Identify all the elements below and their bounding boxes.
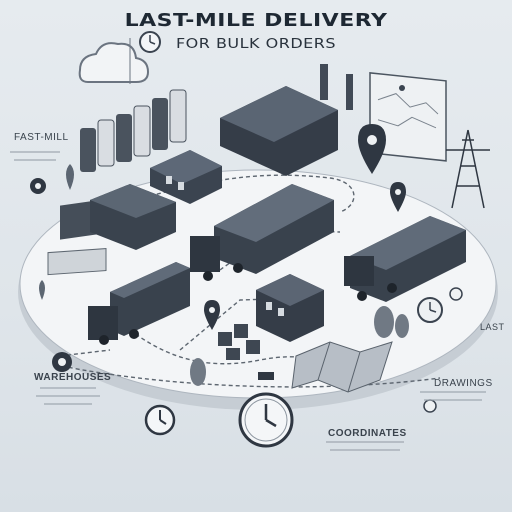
leaf-icon bbox=[66, 164, 74, 190]
power-pylon-icon bbox=[446, 129, 490, 209]
map-pin-icon bbox=[52, 352, 72, 372]
tree-icon bbox=[190, 306, 409, 386]
map-icon bbox=[291, 341, 393, 393]
clock-icon bbox=[238, 372, 294, 448]
map-pin-icon bbox=[423, 399, 437, 413]
clock-icon bbox=[144, 404, 176, 436]
label-last: LAST bbox=[480, 322, 505, 332]
warehouse-icon bbox=[90, 184, 176, 250]
chimney bbox=[320, 64, 353, 110]
caption-lines bbox=[10, 151, 486, 451]
label-coordinates: COORDINATES bbox=[328, 428, 407, 439]
truck-icon bbox=[344, 216, 466, 302]
map-pin-icon bbox=[358, 124, 386, 174]
truck-icon bbox=[190, 184, 334, 281]
map-pin-icon bbox=[30, 178, 46, 194]
label-warehouses: WAREHOUSES bbox=[34, 372, 112, 383]
page-title: LAST-MILE DELIVERY bbox=[124, 10, 388, 31]
page-subtitle: FOR BULK ORDERS bbox=[175, 35, 337, 52]
label-drawings: DRAWINGS bbox=[434, 378, 493, 389]
crates bbox=[218, 324, 260, 360]
leaf-icon bbox=[39, 280, 45, 300]
cloud-icon bbox=[78, 38, 150, 84]
clock-icon bbox=[417, 297, 443, 323]
storage-tanks bbox=[80, 89, 187, 172]
map-pin-icon bbox=[449, 287, 463, 301]
clock-icon bbox=[139, 31, 161, 53]
label-fast-mill: FAST-MILL bbox=[14, 132, 69, 143]
map-pin-icon bbox=[390, 182, 406, 212]
warehouse-icon bbox=[256, 274, 324, 342]
factory-icon bbox=[150, 150, 222, 204]
map-pin-icon bbox=[204, 300, 220, 330]
map-icon bbox=[369, 72, 447, 162]
truck-icon bbox=[88, 262, 190, 345]
